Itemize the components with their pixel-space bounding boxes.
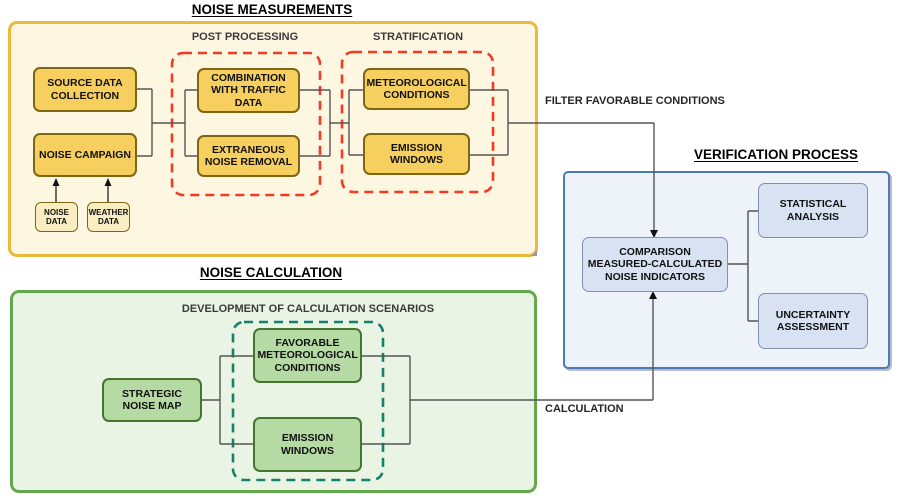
- source-data-collection-box: SOURCE DATA COLLECTION: [33, 67, 137, 112]
- filter-favorable-conditions-edge-label: FILTER FAVORABLE CONDITIONS: [545, 95, 725, 107]
- noise-campaign-box: NOISE CAMPAIGN: [33, 133, 137, 177]
- combination-with-traffic-data-box: COMBINATION WITH TRAFFIC DATA: [197, 68, 300, 113]
- comparison-indicators-box: COMPARISON MEASURED-CALCULATED NOISE IND…: [582, 237, 728, 292]
- noise-data-box: NOISE DATA: [35, 202, 78, 232]
- favorable-meteorological-conditions-box: FAVORABLE METEOROLOGICAL CONDITIONS: [253, 328, 362, 383]
- weather-data-box: WEATHER DATA: [87, 202, 130, 232]
- strategic-noise-map-box: STRATEGIC NOISE MAP: [102, 378, 202, 422]
- stratification-label: STRATIFICATION: [372, 31, 464, 43]
- calculation-emission-windows-box: EMISSION WINDOWS: [253, 417, 362, 472]
- calculation-edge-label: CALCULATION: [545, 403, 624, 415]
- meteorological-conditions-box: METEOROLOGICAL CONDITIONS: [363, 68, 470, 110]
- post-processing-label: POST PROCESSING: [191, 31, 299, 43]
- calculation-scenarios-label: DEVELOPMENT OF CALCULATION SCENARIOS: [181, 303, 435, 315]
- noise-measurements-title: NOISE MEASUREMENTS: [191, 2, 353, 17]
- verification-process-title: VERIFICATION PROCESS: [693, 147, 859, 162]
- emission-windows-box: EMISSION WINDOWS: [363, 133, 470, 175]
- noise-calculation-title: NOISE CALCULATION: [199, 265, 343, 280]
- uncertainty-assessment-box: UNCERTAINTY ASSESSMENT: [758, 293, 868, 349]
- corner-shadow: [531, 250, 537, 256]
- statistical-analysis-box: STATISTICAL ANALYSIS: [758, 183, 868, 238]
- extraneous-noise-removal-box: EXTRANEOUS NOISE REMOVAL: [197, 135, 300, 177]
